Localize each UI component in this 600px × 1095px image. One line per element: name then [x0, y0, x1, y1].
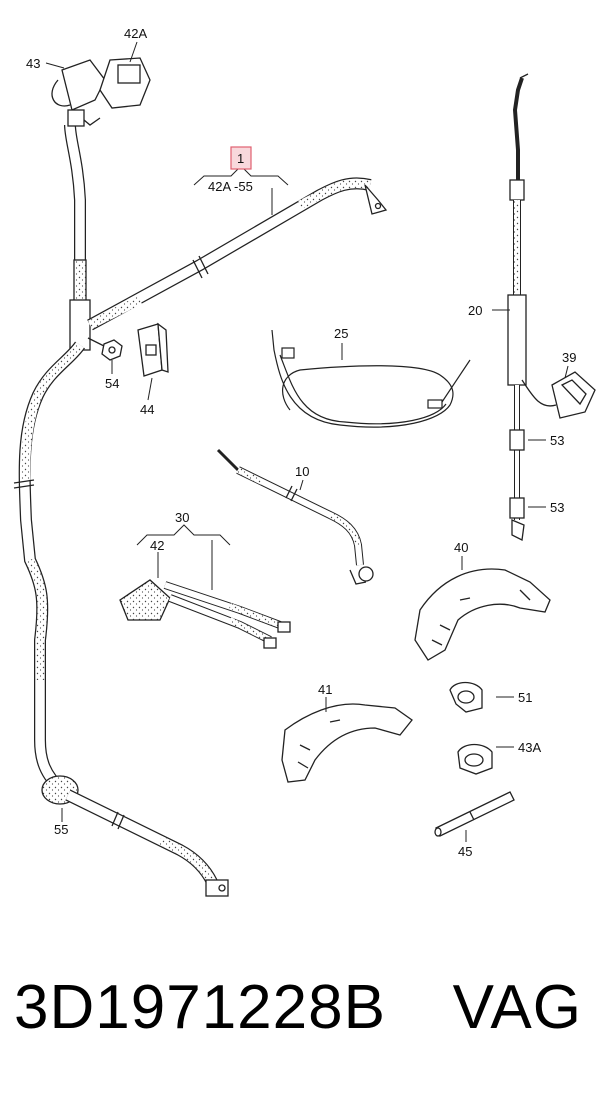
caption: 3D1971228B VAG [0, 960, 600, 1070]
nut-54 [87, 337, 123, 361]
connector-39 [551, 371, 596, 419]
label-41: 41 [318, 682, 332, 697]
clip-44 [137, 322, 169, 377]
label-55: 55 [54, 822, 68, 837]
bracket-40 [414, 568, 551, 661]
label-39: 39 [562, 350, 576, 365]
connector-43-42a [51, 57, 151, 127]
harness-20 [507, 73, 557, 541]
label-42: 42 [150, 538, 164, 553]
label-range: 42A -55 [208, 179, 253, 194]
label-43: 43 [26, 56, 40, 71]
main-wiring-harness [13, 124, 388, 897]
label-30: 30 [175, 510, 189, 525]
label-1: 1 [237, 151, 244, 166]
label-53b: 53 [550, 500, 564, 515]
bracket-41 [281, 703, 413, 783]
label-43a: 43A [518, 740, 541, 755]
clip-51 [449, 681, 483, 713]
label-45: 45 [458, 844, 472, 859]
label-25: 25 [334, 326, 348, 341]
part-number: 3D1971228B [14, 973, 386, 1042]
cable-25 [271, 329, 471, 428]
clip-43a [457, 743, 493, 775]
brand-name: VAG [452, 973, 582, 1042]
label-20: 20 [468, 303, 482, 318]
parts-diagram: 43 42A 1 42A -55 20 25 39 53 53 54 44 10… [13, 26, 596, 897]
highlight-box-part-1 [230, 146, 252, 170]
label-51: 51 [518, 690, 532, 705]
label-44: 44 [140, 402, 154, 417]
label-53a: 53 [550, 433, 564, 448]
harness-30 [119, 579, 291, 649]
label-42a-top: 42A [124, 26, 147, 41]
part-labels: 43 42A 1 42A -55 20 25 39 53 53 54 44 10… [26, 26, 576, 859]
label-54: 54 [105, 376, 119, 391]
label-40: 40 [454, 540, 468, 555]
pin-45 [434, 791, 515, 837]
label-10: 10 [295, 464, 309, 479]
cable-10 [216, 448, 374, 585]
